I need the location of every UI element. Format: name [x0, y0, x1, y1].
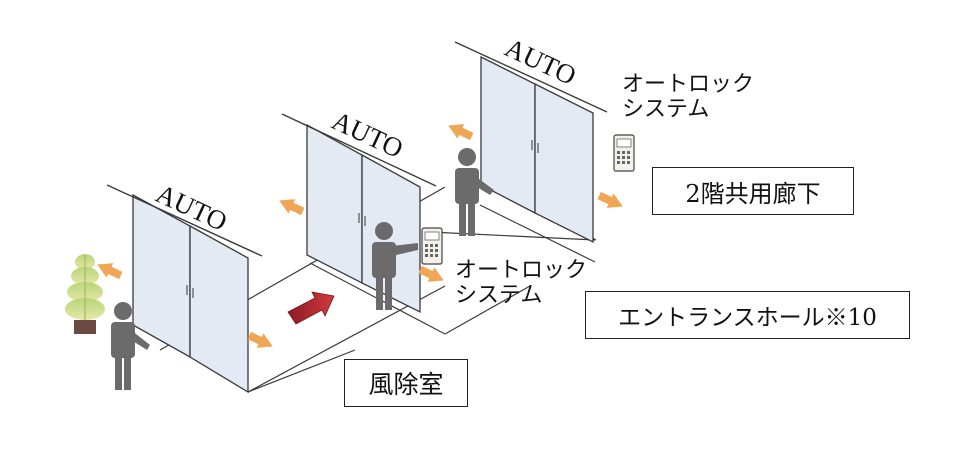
- autolock-label-corridor-line1: オートロック: [622, 72, 755, 97]
- intercom-panel-corridor: [613, 134, 635, 172]
- arrow-icon: [597, 191, 623, 208]
- arrow-icon: [448, 124, 474, 141]
- door-back-rail: [454, 41, 608, 113]
- door-front-right-panel: [189, 224, 249, 394]
- door-middle-rail: [281, 113, 437, 187]
- person-icon-vestibule: [111, 302, 150, 390]
- autolock-label-corridor: オートロック システム: [622, 72, 754, 123]
- label-entrance-hall: エントランスホール※10: [585, 291, 910, 339]
- entry-direction-arrow: [287, 291, 335, 325]
- arrow-icon: [418, 265, 444, 282]
- arrow-icon: [247, 331, 273, 348]
- door-front: [106, 184, 263, 394]
- person-icon-entrance: [372, 222, 418, 310]
- autolock-label-entrance-line2: システム: [455, 283, 543, 309]
- door-back: [454, 41, 608, 244]
- arrow-icon: [279, 199, 305, 216]
- door-front-rail: [106, 184, 263, 257]
- door-middle-left-panel: [306, 123, 363, 285]
- autolock-label-corridor-line2: システム: [622, 97, 710, 123]
- label-corridor-2f: 2階共用廊下: [652, 167, 854, 215]
- label-vestibule: 風除室: [344, 359, 468, 407]
- arrow-icon: [97, 263, 123, 280]
- autolock-label-entrance-line1: オートロック: [455, 258, 588, 283]
- door-open-arrows: [97, 124, 623, 348]
- door-back-right-panel: [534, 82, 594, 244]
- person-icon-corridor: [455, 148, 494, 236]
- intercom-panel-entrance: [421, 227, 443, 265]
- potted-plant-icon: [65, 254, 105, 334]
- autolock-label-entrance: オートロック システム: [455, 258, 587, 309]
